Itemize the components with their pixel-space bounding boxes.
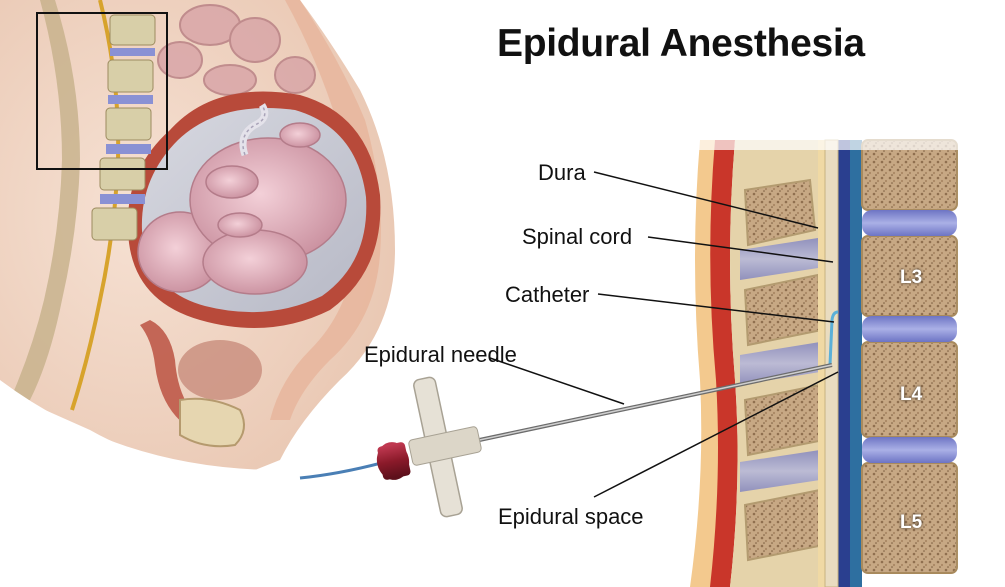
needle-hub [373,376,482,518]
vertebra-l5-label: L5 [900,512,922,534]
spine-section [690,120,1005,587]
vertebra-l3-label: L3 [900,267,922,289]
page-title: Epidural Anesthesia [497,22,865,66]
spinal-cord-label: Spinal cord [522,224,632,250]
epidural-needle-label: Epidural needle [364,342,517,368]
vertebral-bodies [862,140,957,573]
torso-section [0,0,395,587]
bladder [178,340,262,400]
catheter-tail [300,462,385,478]
vertebra-l4-label: L4 [900,384,922,406]
catheter-label: Catheter [505,282,589,308]
dura-mater [838,140,850,587]
epidural-space-label: Epidural space [498,504,644,530]
dura-label: Dura [538,160,586,186]
